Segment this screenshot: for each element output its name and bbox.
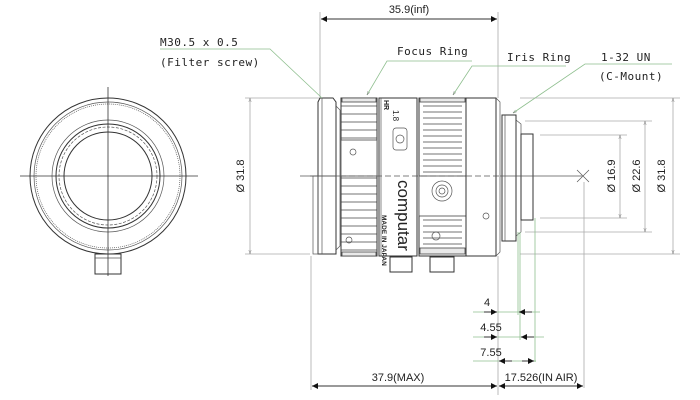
engraving-mark: HR (382, 100, 389, 110)
dim-length-max-label: 37.9(MAX) (372, 372, 425, 384)
engraving-origin: MADE IN JAPAN (380, 215, 387, 266)
dim-mount-diameter-label: Ø 22.6 (631, 159, 643, 192)
dim-flange-back: 17.526(IN AIR) (499, 372, 583, 389)
dim-mount-4-label: 4 (484, 297, 490, 309)
rear-body (465, 97, 497, 257)
focus-lock-knob (389, 256, 413, 273)
callout-mount-note: (C-Mount) (599, 70, 663, 83)
dim-rear-diameter-label: Ø 31.8 (656, 159, 668, 192)
engraving-fnumber: 1.8 (391, 110, 400, 122)
dim-rear-glass-diameter-label: Ø 16.9 (606, 159, 618, 192)
callout-iris-ring-label: Iris Ring (507, 51, 571, 64)
dim-length-max: 37.9(MAX) (310, 256, 497, 390)
iris-knob (431, 180, 453, 202)
brand-logo: computar (394, 180, 413, 251)
callout-filter: M30.5 x 0.5 (Filter screw) (160, 36, 323, 99)
callout-mount-thread: 1-32 UN (601, 51, 651, 64)
front-view (20, 87, 198, 276)
iris-lock-screw (392, 127, 408, 151)
callout-focus-ring: Focus Ring (367, 45, 472, 95)
dim-front-diameter: Ø 31.8 (235, 97, 320, 255)
dim-front-diameter-label: Ø 31.8 (235, 159, 247, 192)
dim-mount-depths: 4 4.55 7.55 (473, 182, 585, 395)
callout-iris-ring: Iris Ring (453, 51, 571, 95)
side-view: 1.8 HR computar MADE IN JAPAN (300, 97, 590, 273)
dim-mount-755-label: 7.55 (480, 347, 501, 359)
dim-length-inf-label: 35.9(inf) (389, 4, 429, 16)
aperture-barrel: 1.8 HR computar MADE IN JAPAN (378, 97, 418, 266)
image-plane-mark (576, 169, 590, 183)
iris-lock-knob (429, 256, 455, 273)
callout-focus-ring-label: Focus Ring (397, 45, 468, 58)
callout-filter-thread: M30.5 x 0.5 (160, 36, 238, 49)
callout-filter-note: (Filter screw) (160, 56, 260, 69)
dim-flange-back-label: 17.526(IN AIR) (505, 372, 578, 384)
callout-c-mount: 1-32 UN (C-Mount) (513, 51, 672, 113)
focus-ring (340, 97, 378, 257)
dim-length-inf: 35.9(inf) (319, 4, 499, 98)
c-mount (501, 114, 534, 242)
iris-ring (418, 97, 467, 257)
dim-mount-455-label: 4.55 (480, 322, 501, 334)
dim-rear-diameters: Ø 31.8 Ø 22.6 Ø 16.9 (520, 97, 680, 255)
